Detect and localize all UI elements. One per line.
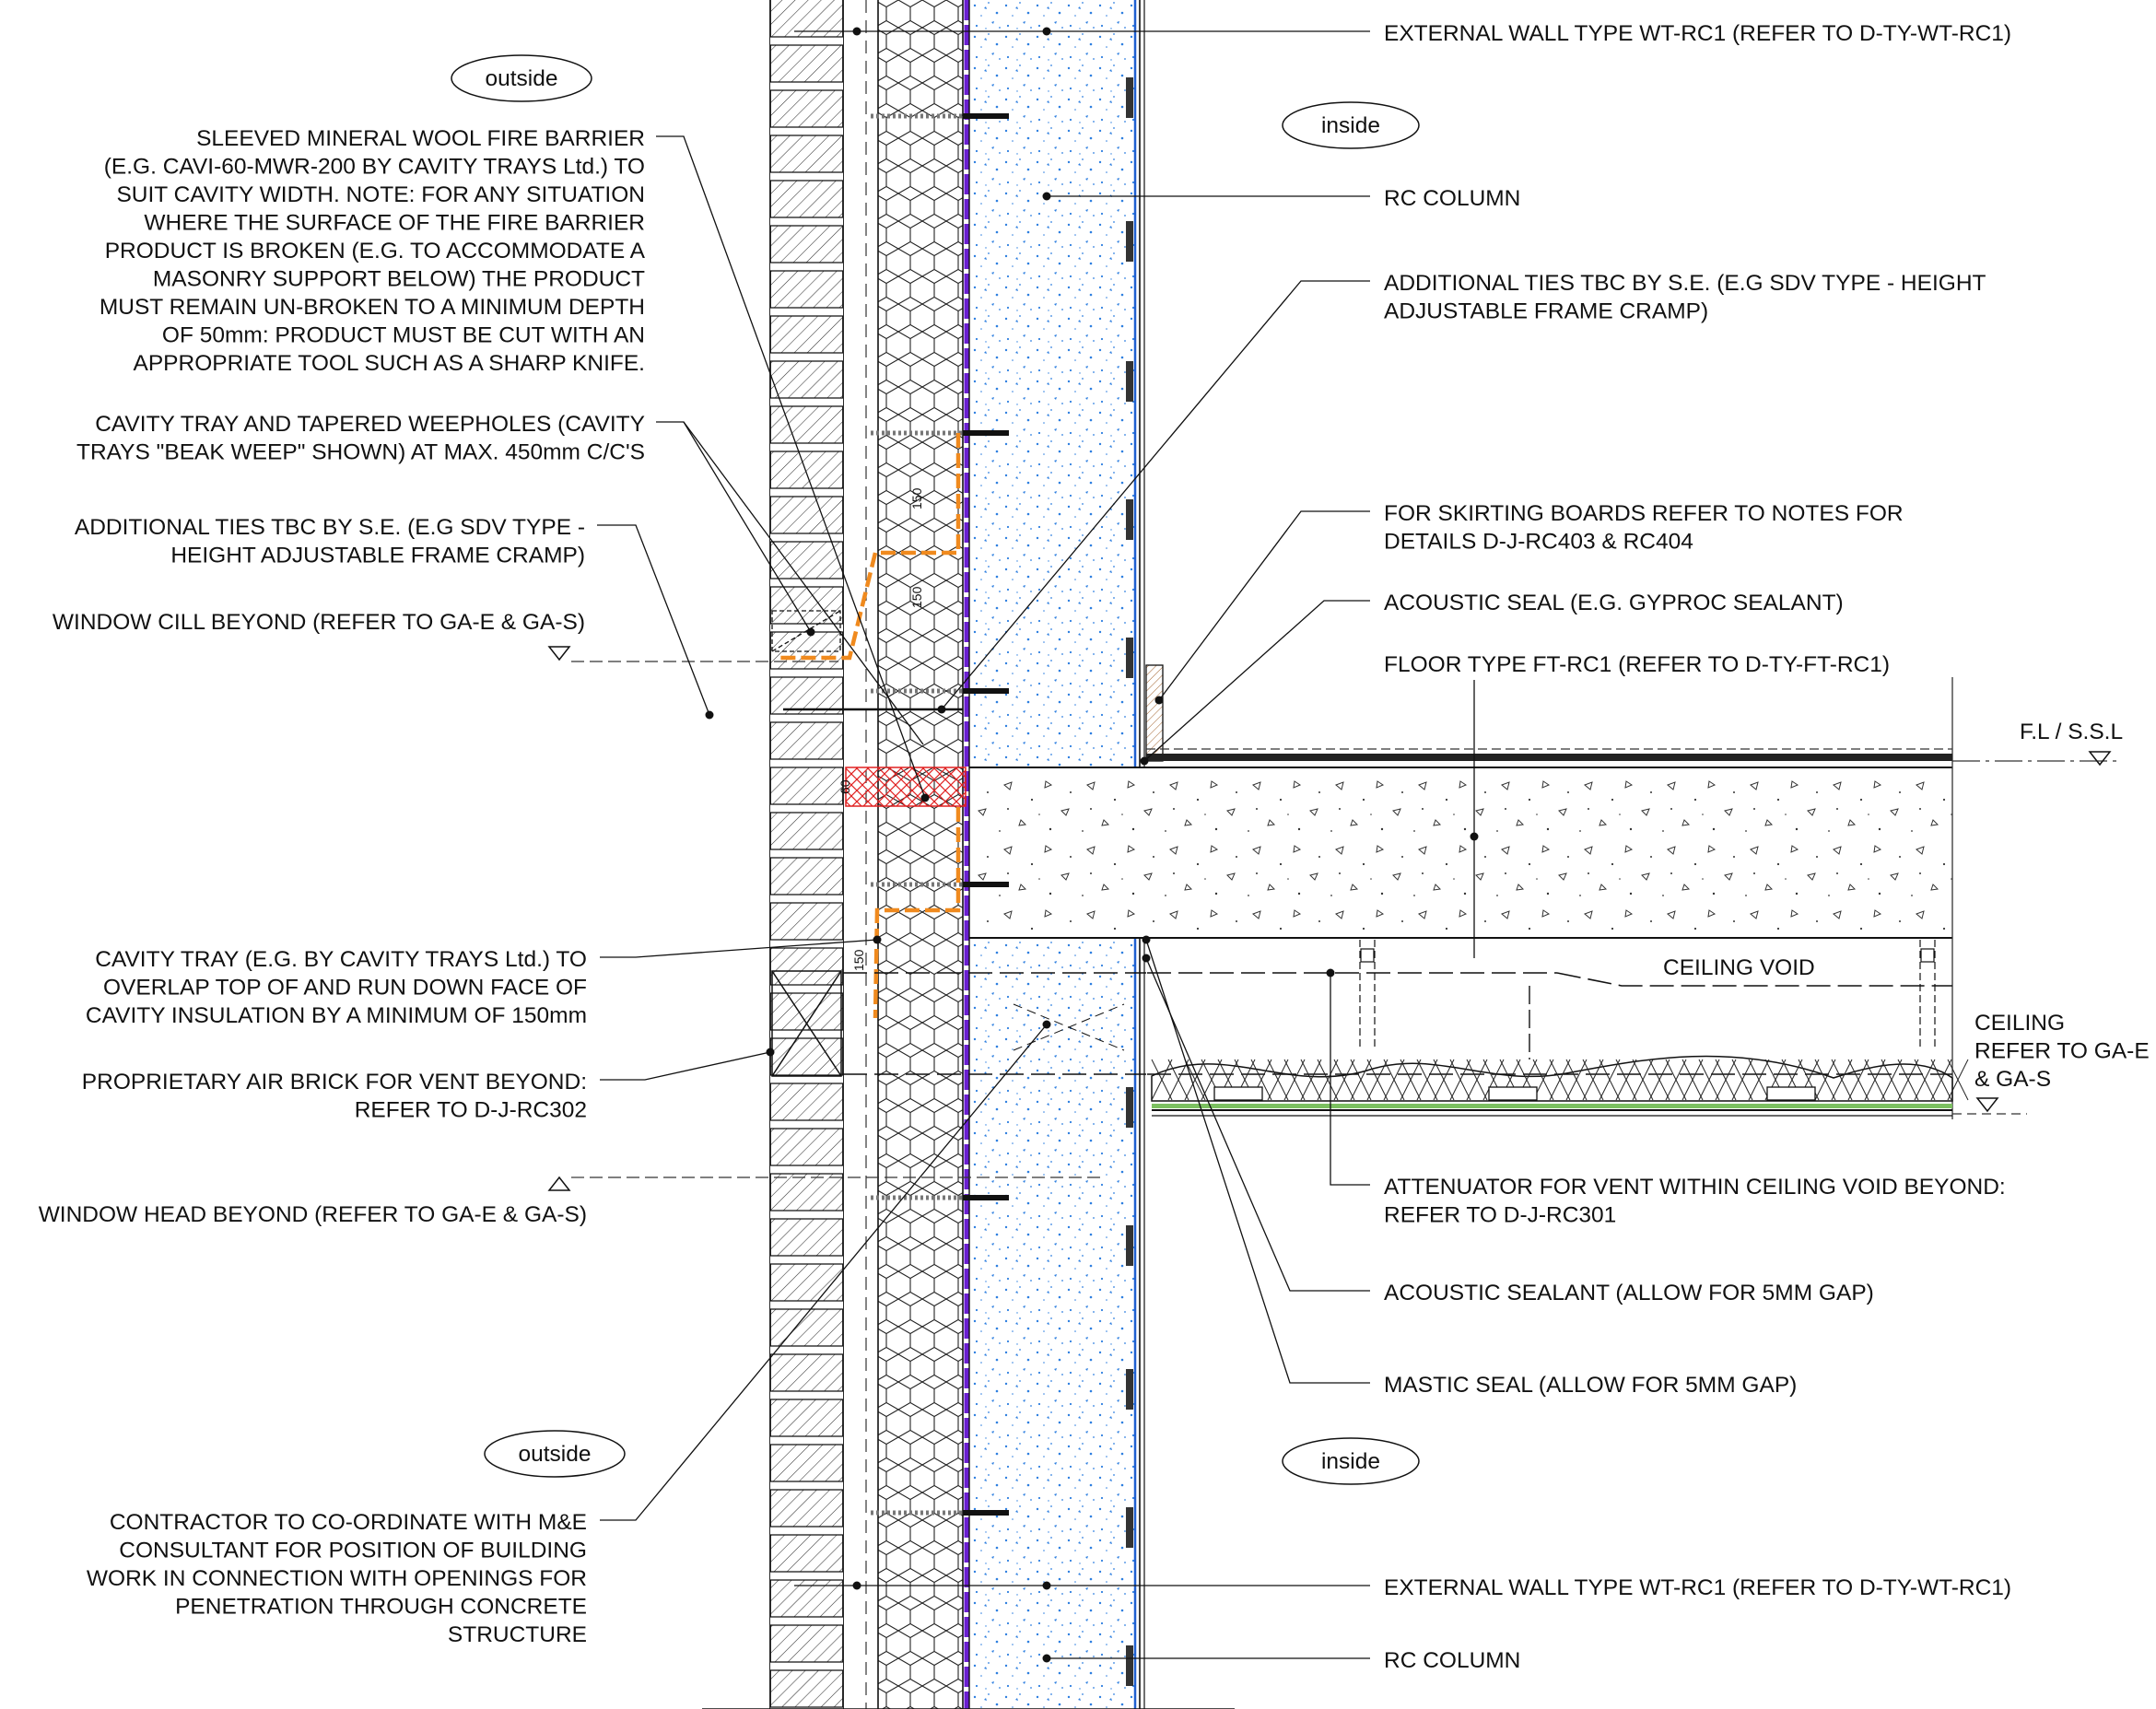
note-line: ACOUSTIC SEAL (E.G. GYPROC SEALANT) <box>1384 591 1844 615</box>
note-line: CONTRACTOR TO CO-ORDINATE WITH M&E <box>110 1510 587 1535</box>
svg-text:inside: inside <box>1321 113 1380 138</box>
note-ceiling: CEILING REFER TO GA-E & GA-S <box>1974 1011 2150 1092</box>
cavity-trays <box>779 433 961 1019</box>
note-fl-ssl: F.L / S.S.L <box>2020 720 2123 744</box>
note-line: REFER TO D-J-RC302 <box>355 1098 587 1123</box>
note-acoustic-sealant: ACOUSTIC SEALANT (ALLOW FOR 5MM GAP) <box>1384 1281 1874 1305</box>
note-line: ADDITIONAL TIES TBC BY S.E. (E.G SDV TYP… <box>75 515 585 540</box>
note-attenuator: ATTENUATOR FOR VENT WITHIN CEILING VOID … <box>1384 1175 2006 1228</box>
note-line: ATTENUATOR FOR VENT WITHIN CEILING VOID … <box>1384 1175 2006 1200</box>
tag-inside-bottom: inside <box>1282 1437 1420 1485</box>
note-line: CAVITY TRAY AND TAPERED WEEPHOLES (CAVIT… <box>95 412 645 437</box>
svg-text:outside: outside <box>485 66 557 91</box>
note-line: CAVITY INSULATION BY A MINIMUM OF 150mm <box>86 1003 587 1028</box>
tag-outside-bottom: outside <box>484 1430 626 1478</box>
note-line: CONSULTANT FOR POSITION OF BUILDING <box>119 1539 587 1563</box>
note-window-cill: WINDOW CILL BEYOND (REFER TO GA-E & GA-S… <box>53 610 585 635</box>
note-line: MASTIC SEAL (ALLOW FOR 5MM GAP) <box>1384 1373 1797 1398</box>
note-line: ADDITIONAL TIES TBC BY S.E. (E.G SDV TYP… <box>1384 271 1986 296</box>
note-line: PROPRIETARY AIR BRICK FOR VENT BEYOND: <box>82 1070 587 1094</box>
note-line: FLOOR TYPE FT-RC1 (REFER TO D-TY-FT-RC1) <box>1384 652 1890 677</box>
note-line: MASONRY SUPPORT BELOW) THE PRODUCT <box>153 267 645 292</box>
note-line: PRODUCT IS BROKEN (E.G. TO ACCOMMODATE A <box>105 239 646 263</box>
leader-lines <box>597 30 1475 1659</box>
note-line: MUST REMAIN UN-BROKEN TO A MINIMUM DEPTH <box>100 295 645 320</box>
note-line: CEILING VOID <box>1663 955 1815 980</box>
brick-outer-leaf <box>769 0 844 1709</box>
svg-text:inside: inside <box>1321 1449 1380 1474</box>
note-air-brick: PROPRIETARY AIR BRICK FOR VENT BEYOND: RE… <box>82 1070 587 1123</box>
note-mastic-seal: MASTIC SEAL (ALLOW FOR 5MM GAP) <box>1384 1373 1797 1398</box>
tag-inside-top: inside <box>1282 101 1420 149</box>
note-ceiling-void: CEILING VOID <box>1663 955 1815 980</box>
note-line: TRAYS "BEAK WEEP" SHOWN) AT MAX. 450mm C… <box>76 440 645 465</box>
note-line: SUIT CAVITY WIDTH. NOTE: FOR ANY SITUATI… <box>116 182 645 207</box>
note-fire-barrier: SLEEVED MINERAL WOOL FIRE BARRIER (E.G. C… <box>100 126 646 376</box>
note-line: (E.G. CAVI-60-MWR-200 BY CAVITY TRAYS Lt… <box>104 155 645 180</box>
note-external-wall-top: EXTERNAL WALL TYPE WT-RC1 (REFER TO D-TY… <box>1384 21 2011 46</box>
note-line: WHERE THE SURFACE OF THE FIRE BARRIER <box>144 211 645 236</box>
note-line: WINDOW HEAD BEYOND (REFER TO GA-E & GA-S… <box>39 1202 587 1227</box>
note-line: OF 50mm: PRODUCT MUST BE CUT WITH AN <box>162 323 645 348</box>
note-line: APPROPRIATE TOOL SUCH AS A SHARP KNIFE. <box>133 351 645 376</box>
note-line: REFER TO D-J-RC301 <box>1384 1203 1616 1228</box>
note-line: PENETRATION THROUGH CONCRETE <box>175 1595 587 1620</box>
dimension-fire-barrier: 60 <box>838 779 852 794</box>
note-acoustic-seal: ACOUSTIC SEAL (E.G. GYPROC SEALANT) <box>1384 591 1844 615</box>
level-marker-ceiling <box>1975 1097 1999 1113</box>
dimension-tray-upper-1: 150 <box>909 487 924 509</box>
note-rc-column-bottom: RC COLUMN <box>1384 1648 1520 1673</box>
note-skirting: FOR SKIRTING BOARDS REFER TO NOTES FOR DE… <box>1384 501 1904 555</box>
note-rc-column-top: RC COLUMN <box>1384 186 1520 211</box>
svg-text:outside: outside <box>518 1442 591 1467</box>
air-brick <box>771 970 842 1077</box>
note-line: EXTERNAL WALL TYPE WT-RC1 (REFER TO D-TY… <box>1384 21 2011 46</box>
note-line: SLEEVED MINERAL WOOL FIRE BARRIER <box>196 126 645 151</box>
dimension-tray-upper-2: 150 <box>909 586 924 608</box>
note-line: ADJUSTABLE FRAME CRAMP) <box>1384 299 1708 324</box>
note-line: DETAILS D-J-RC403 & RC404 <box>1384 530 1693 555</box>
tag-outside-top: outside <box>451 54 592 102</box>
note-line: STRUCTURE <box>448 1622 587 1647</box>
leader-dots <box>705 27 1479 1663</box>
cavity-insulation <box>877 0 964 1709</box>
note-line: ACOUSTIC SEALANT (ALLOW FOR 5MM GAP) <box>1384 1281 1874 1305</box>
note-cavity-tray: CAVITY TRAY (E.G. BY CAVITY TRAYS Ltd.) … <box>86 947 587 1028</box>
wall-ties <box>783 113 1009 1516</box>
note-additional-ties-right: ADDITIONAL TIES TBC BY S.E. (E.G SDV TYP… <box>1384 271 1986 324</box>
note-line: F.L / S.S.L <box>2020 720 2123 744</box>
note-additional-ties-left: ADDITIONAL TIES TBC BY S.E. (E.G SDV TYP… <box>75 515 585 568</box>
note-line: WORK IN CONNECTION WITH OPENINGS FOR <box>87 1566 587 1591</box>
note-line: CAVITY TRAY (E.G. BY CAVITY TRAYS Ltd.) … <box>95 947 587 972</box>
note-line: HEIGHT ADJUSTABLE FRAME CRAMP) <box>170 544 585 568</box>
note-line: RC COLUMN <box>1384 1648 1520 1673</box>
note-cavity-tray-weepholes: CAVITY TRAY AND TAPERED WEEPHOLES (CAVIT… <box>76 412 645 465</box>
note-line: EXTERNAL WALL TYPE WT-RC1 (REFER TO D-TY… <box>1384 1575 2011 1600</box>
weep-vent <box>771 610 841 652</box>
note-line: CEILING <box>1974 1011 2065 1036</box>
note-line: WINDOW CILL BEYOND (REFER TO GA-E & GA-S… <box>53 610 585 635</box>
level-marker-fl <box>2088 751 2112 767</box>
note-line: & GA-S <box>1974 1067 2051 1092</box>
note-line: RC COLUMN <box>1384 186 1520 211</box>
floor-slab <box>969 677 2119 1119</box>
note-external-wall-bottom: EXTERNAL WALL TYPE WT-RC1 (REFER TO D-TY… <box>1384 1575 2011 1600</box>
note-contractor: CONTRACTOR TO CO-ORDINATE WITH M&E CONSUL… <box>87 1510 587 1647</box>
note-floor-type: FLOOR TYPE FT-RC1 (REFER TO D-TY-FT-RC1) <box>1384 652 1890 677</box>
note-line: OVERLAP TOP OF AND RUN DOWN FACE OF <box>103 976 587 1001</box>
dimension-tray-lower: 150 <box>851 949 866 971</box>
vent-duct <box>843 972 1952 1075</box>
level-markers-left <box>547 646 1106 1191</box>
note-line: REFER TO GA-E <box>1974 1039 2150 1064</box>
note-window-head: WINDOW HEAD BEYOND (REFER TO GA-E & GA-S… <box>39 1202 587 1227</box>
rc-column-lower <box>969 938 1145 1709</box>
fire-barrier <box>845 767 967 807</box>
plasterboard-dabs <box>1126 77 1133 1686</box>
note-line: FOR SKIRTING BOARDS REFER TO NOTES FOR <box>1384 501 1904 526</box>
ceiling <box>1151 940 2027 1117</box>
